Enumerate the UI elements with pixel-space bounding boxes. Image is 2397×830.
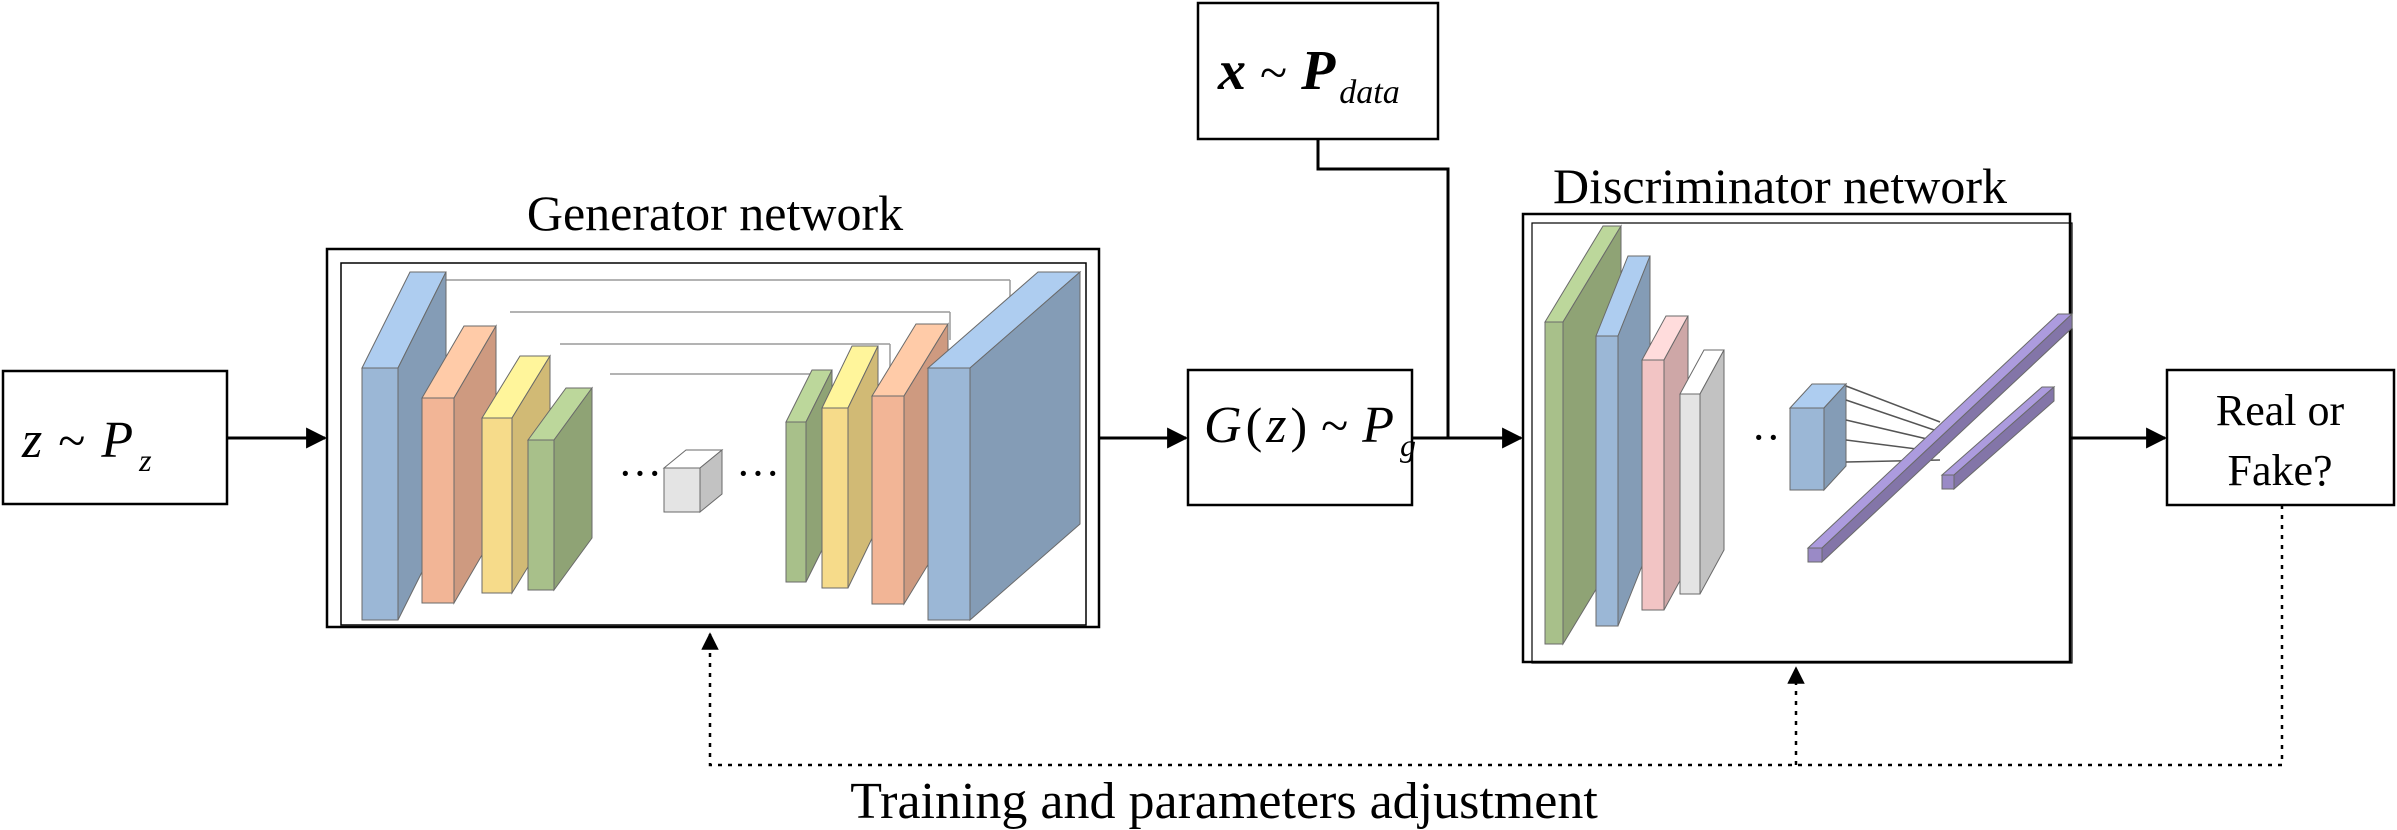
disc-flatten-vector-front bbox=[1807, 547, 1823, 563]
generator-ellipsis-right: ··· bbox=[736, 449, 780, 498]
open-paren: ( bbox=[1246, 397, 1263, 453]
x-variable: x bbox=[1217, 40, 1246, 102]
feedback-caption: Training and parameters adjustment bbox=[850, 773, 1598, 830]
gen-encoder-layer-4-front bbox=[527, 439, 555, 591]
disc-output-vector bbox=[1940, 385, 2056, 491]
svg-text:G ( z ): G ( z ) ~ P g bbox=[1204, 397, 1416, 463]
generator-arg: z bbox=[1265, 397, 1286, 454]
feedback-loop bbox=[701, 505, 2284, 767]
x-subscript: data bbox=[1339, 74, 1399, 111]
gen-decoder-layer-4-front bbox=[927, 367, 971, 621]
generated-sample-box: G ( z ) ~ P g bbox=[1186, 368, 1416, 507]
real-or-fake-box: Real or Fake? bbox=[2165, 368, 2396, 507]
connector-real-data-to-discriminator bbox=[1316, 139, 1450, 438]
generated-tilde: ~ bbox=[1321, 397, 1348, 453]
disc-feature-cube bbox=[1788, 382, 1848, 492]
z-input-box: z ~ P z bbox=[1, 369, 229, 506]
disc-layer-2-front bbox=[1595, 335, 1619, 627]
gen-bottleneck-cube bbox=[662, 448, 724, 514]
gen-decoder-layer-2-front bbox=[821, 407, 849, 589]
disc-layer-3-front bbox=[1641, 359, 1665, 611]
generator-network-box: ··· ··· bbox=[325, 247, 1101, 629]
data-flow-arrows bbox=[227, 139, 2168, 449]
z-variable: z bbox=[21, 412, 42, 469]
close-paren: ) bbox=[1290, 397, 1307, 453]
generator-layers bbox=[361, 270, 1082, 622]
discriminator-layers bbox=[1544, 224, 2074, 646]
generator-ellipsis-left: ··· bbox=[618, 449, 662, 498]
gen-bottleneck-cube-front bbox=[663, 467, 701, 513]
gen-encoder-layer-1-front bbox=[361, 367, 399, 621]
disc-layer-4 bbox=[1679, 349, 1725, 595]
gen-encoder-layer-2-front bbox=[421, 397, 455, 604]
disc-output-vector-front bbox=[1941, 474, 1955, 490]
x-tilde: ~ bbox=[1260, 44, 1287, 100]
discriminator-network-box: ·· bbox=[1521, 212, 2074, 664]
gen-encoder-layer-4 bbox=[527, 386, 593, 592]
output-line-1: Real or bbox=[2216, 386, 2345, 435]
x-distribution: P bbox=[1300, 40, 1336, 102]
disc-layer-4-front bbox=[1679, 393, 1701, 595]
z-subscript: z bbox=[138, 442, 152, 478]
gen-decoder-layer-2 bbox=[821, 345, 879, 589]
disc-flatten-vector bbox=[1806, 312, 2074, 564]
discriminator-ellipsis: ·· bbox=[1751, 413, 1780, 462]
disc-connection-2 bbox=[1845, 399, 1941, 433]
output-line-2: Fake? bbox=[2227, 446, 2332, 495]
svg-text:z ~ P z: z ~ P z bbox=[21, 412, 152, 478]
z-tilde: ~ bbox=[58, 412, 85, 468]
disc-layer-1-front bbox=[1544, 321, 1564, 645]
generated-subscript: g bbox=[1400, 427, 1416, 463]
disc-feature-cube-front bbox=[1789, 407, 1825, 491]
disc-connection-3 bbox=[1845, 419, 1941, 443]
svg-text:x ~ P data: x ~ P data bbox=[1217, 40, 1400, 111]
gen-decoder-layer-1-front bbox=[785, 421, 807, 583]
discriminator-title: Discriminator network bbox=[1553, 158, 2007, 214]
gen-decoder-layer-4 bbox=[926, 270, 1082, 622]
generator-title: Generator network bbox=[527, 185, 903, 241]
disc-connection-1 bbox=[1845, 385, 1941, 423]
generated-distribution: P bbox=[1361, 397, 1394, 454]
x-input-box: x ~ P data bbox=[1196, 1, 1440, 141]
generator-function: G bbox=[1204, 397, 1242, 454]
feedback-to-generator bbox=[701, 505, 2284, 767]
gen-decoder-layer-3-front bbox=[871, 395, 905, 605]
gen-encoder-layer-3-front bbox=[481, 417, 513, 594]
z-distribution: P bbox=[100, 412, 133, 469]
disc-layer-4-side bbox=[1699, 349, 1725, 595]
